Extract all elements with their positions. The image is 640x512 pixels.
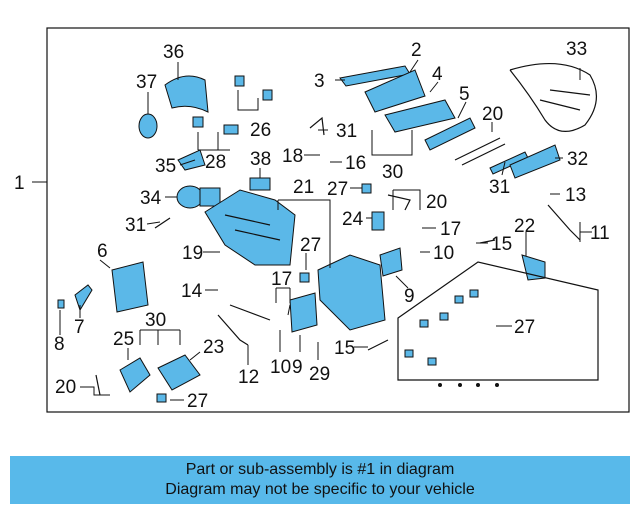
callout-31-right: 31 xyxy=(489,177,510,198)
part-6-heater-core xyxy=(111,261,149,313)
part-28-motor xyxy=(223,124,239,135)
callout-17-low: 17 xyxy=(271,269,292,290)
callout-9-low: 9 xyxy=(292,357,303,378)
callout-35: 35 xyxy=(155,156,176,177)
part-24 xyxy=(371,211,385,231)
part-33-harness xyxy=(509,63,597,132)
callout-25: 25 xyxy=(113,329,134,350)
parts-diagram: 1 xyxy=(14,27,630,413)
callout-17-right: 17 xyxy=(440,219,461,240)
part-27-clip xyxy=(156,393,167,403)
part-9-evaporator-b xyxy=(289,292,318,333)
callout-1: 1 xyxy=(14,173,25,194)
part-32-vent xyxy=(509,144,561,179)
callout-15-right: 15 xyxy=(491,234,512,255)
callout-29: 29 xyxy=(309,364,330,385)
notice-line-1: Part or sub-assembly is #1 in diagram xyxy=(185,461,455,478)
part-34-blower xyxy=(176,185,204,209)
notice-banner: Part or sub-assembly is #1 in diagram Di… xyxy=(10,456,630,504)
callout-30-low: 30 xyxy=(145,310,166,331)
part-37-ring xyxy=(138,113,158,139)
callout-37: 37 xyxy=(136,72,157,93)
part-34-motor xyxy=(199,187,221,207)
callout-20-mid: 20 xyxy=(426,192,447,213)
part-35-bracket xyxy=(177,149,206,171)
part-27-small xyxy=(361,183,372,194)
callout-9-right: 9 xyxy=(404,286,415,307)
callout-13: 13 xyxy=(565,185,586,206)
part-20-hose xyxy=(95,374,101,396)
callout-31-mid: 31 xyxy=(336,121,357,142)
part-20-link xyxy=(387,194,411,211)
part-15-pipe xyxy=(367,339,389,351)
diagram-frame xyxy=(46,27,630,413)
part-12-pipe-b xyxy=(229,304,271,321)
callout-26: 26 xyxy=(250,120,271,141)
callout-20-low: 20 xyxy=(55,377,76,398)
callout-19: 19 xyxy=(182,243,203,264)
callout-11: 11 xyxy=(590,223,610,244)
part-heater-case xyxy=(317,254,386,331)
callout-30-top: 30 xyxy=(382,162,403,183)
part-38-actuator xyxy=(249,177,271,191)
callout-6: 6 xyxy=(97,241,108,262)
callout-14: 14 xyxy=(181,281,203,302)
callout-8: 8 xyxy=(54,334,65,355)
part-26a xyxy=(234,75,245,87)
part-11-link xyxy=(547,204,581,241)
callout-28: 28 xyxy=(205,152,226,173)
part-4-duct xyxy=(384,99,456,133)
part-25 xyxy=(119,357,151,393)
part-27-box xyxy=(299,272,310,283)
part-9-evaporator-a xyxy=(379,247,403,277)
callout-12: 12 xyxy=(238,367,259,388)
callout-38: 38 xyxy=(250,149,271,170)
part-12-pipe xyxy=(217,314,249,346)
part-27-panel xyxy=(397,261,599,381)
callout-10-right: 10 xyxy=(433,243,454,264)
callout-16: 16 xyxy=(345,153,366,174)
part-2-duct xyxy=(364,69,426,113)
callout-3: 3 xyxy=(314,71,325,92)
part-7-pipe xyxy=(74,284,93,312)
part-26b xyxy=(262,89,273,101)
part-28-clip xyxy=(192,116,204,128)
notice-line-2: Diagram may not be specific to your vehi… xyxy=(165,481,475,498)
callout-24: 24 xyxy=(342,209,364,230)
callout-5: 5 xyxy=(459,84,470,105)
callout-10-low: 10 xyxy=(270,357,291,378)
part-21-case xyxy=(204,189,296,266)
callout-21: 21 xyxy=(293,177,314,198)
callout-33: 33 xyxy=(566,39,587,60)
part-8 xyxy=(57,299,65,309)
callout-15-low: 15 xyxy=(334,338,355,359)
callout-4: 4 xyxy=(432,64,443,85)
leader-lines xyxy=(59,59,592,401)
part-5-duct xyxy=(424,117,476,151)
callout-23: 23 xyxy=(203,337,224,358)
callout-32: 32 xyxy=(567,149,588,170)
callout-36: 36 xyxy=(163,42,184,63)
callout-27-low: 27 xyxy=(187,391,208,412)
callout-34: 34 xyxy=(140,188,162,209)
part-31-clip xyxy=(309,116,325,136)
callout-27-mid: 27 xyxy=(327,179,348,200)
callout-7: 7 xyxy=(74,317,85,338)
callout-20-top: 20 xyxy=(482,104,503,125)
part-36-cover xyxy=(164,75,209,113)
part-23-duct xyxy=(157,354,201,391)
callout-18: 18 xyxy=(282,146,303,167)
part-31-clip-b xyxy=(154,217,171,229)
callout-31-left: 31 xyxy=(125,215,146,236)
callout-27-case: 27 xyxy=(300,235,321,256)
callout-22: 22 xyxy=(514,216,535,237)
callout-27-panel: 27 xyxy=(514,317,535,338)
callout-2: 2 xyxy=(411,40,422,61)
